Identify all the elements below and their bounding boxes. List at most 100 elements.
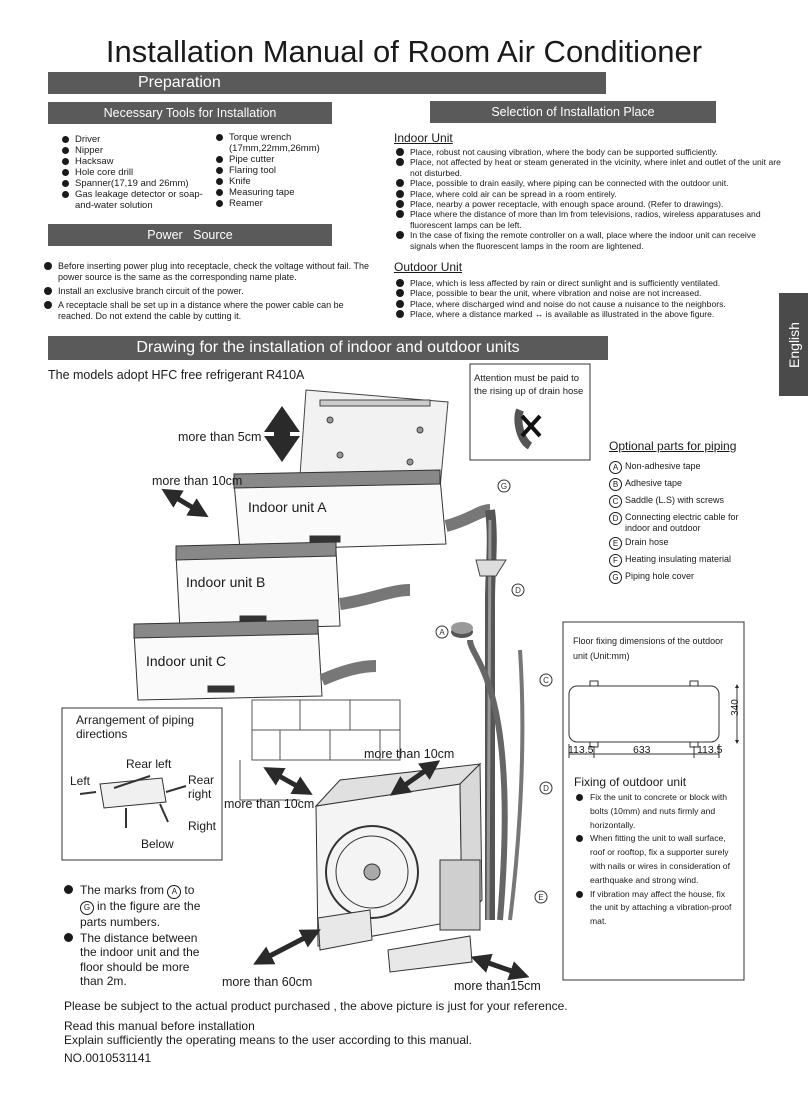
piping-arrangement-heading: Arrangement of piping directions <box>76 713 195 741</box>
indoor-place-item: Place where the distance of more than lm… <box>396 209 784 230</box>
callout-a: A <box>439 628 445 637</box>
note-text: to <box>184 883 195 897</box>
drawing-heading: Drawing for the installation of indoor a… <box>136 339 520 356</box>
indoor-unit-c-label: Indoor unit C <box>146 653 227 669</box>
note-item: The distance between the indoor unit and… <box>64 931 214 989</box>
indoor-unit-b-label: Indoor unit B <box>186 574 266 590</box>
tool-item: Reamer <box>216 198 338 209</box>
indoor-place-item: Place, possible to drain easily, where p… <box>396 178 784 188</box>
tool-item: Pipe cutter <box>216 154 338 165</box>
piping-rear-right: Rear right <box>188 773 215 801</box>
clearance-arrow-10cm-top <box>389 760 441 796</box>
callout-markers: G D A C D E <box>435 479 553 904</box>
footer-read-manual: Read this manual before installation <box>64 1019 255 1033</box>
footer-explain: Explain sufficiently the operating means… <box>64 1033 473 1047</box>
outdoor-place-item: Place, where a distance marked ↔ is avai… <box>396 309 784 319</box>
part-mark: C <box>609 495 622 508</box>
note-text: in the figure are the parts numbers. <box>80 899 201 929</box>
tools-list-col2: Torque wrench (17mm,22mm,26mm) Pipe cutt… <box>216 132 338 209</box>
floor-fixing-box <box>562 621 745 981</box>
tool-item: Driver <box>62 134 210 145</box>
part-text: Adhesive tape <box>625 478 683 488</box>
outdoor-unit-subheading: Outdoor Unit <box>394 260 463 274</box>
drawing-heading-bar: Drawing for the installation of indoor a… <box>48 336 608 360</box>
label-more-than-10cm-wall: more than 10cm <box>224 797 315 811</box>
clearance-arrow-10cm-left <box>161 488 209 518</box>
dim-left: 113.5 <box>568 744 594 756</box>
callout-c: C <box>543 676 549 685</box>
piping-left: Left <box>70 774 91 788</box>
piping-bundle <box>467 509 525 921</box>
clearance-arrow-10cm-wall <box>263 767 313 795</box>
indoor-place-item: Place, where cold air can be spread in a… <box>396 189 784 199</box>
footer-disclaimer: Please be subject to the actual product … <box>64 999 568 1013</box>
tools-list-col1: Driver Nipper Hacksaw Hole core drill Sp… <box>62 134 210 211</box>
fixing-item: If vibration may affect the house, fix t… <box>576 888 736 929</box>
outdoor-place-item: Place, possible to bear the unit, where … <box>396 288 784 298</box>
label-more-than-15cm: more than15cm <box>454 979 541 993</box>
tool-item: Hole core drill <box>62 167 210 178</box>
callout-d2: D <box>543 784 549 793</box>
indoor-unit-c <box>133 619 377 701</box>
outdoor-mounting-blocks <box>317 909 473 973</box>
indoor-unit-a <box>233 469 491 551</box>
indoor-place-item: In the case of fixing the remote control… <box>396 230 784 251</box>
label-more-than-10cm-top: more than 10cm <box>364 747 455 761</box>
non-adhesive-tape-roll <box>451 622 473 638</box>
dim-right: 113.5 <box>697 744 723 756</box>
piping-below: Below <box>141 837 174 851</box>
installation-illustration: G D A C D E <box>61 363 745 981</box>
language-tab: English <box>779 293 808 396</box>
power-list: Before inserting power plug into recepta… <box>44 261 372 325</box>
floor-fixing-heading: Floor fixing dimensions of the outdoor u… <box>573 636 724 661</box>
tool-item: Hacksaw <box>62 156 210 167</box>
tool-item: Spanner(17,19 and 26mm) <box>62 178 210 189</box>
page-title: Installation Manual of Room Air Conditio… <box>105 34 703 69</box>
document-number: NO.0010531141 <box>64 1051 152 1065</box>
piping-rear-left: Rear left <box>126 757 172 771</box>
part-mark: E <box>609 537 622 550</box>
optional-parts-heading: Optional parts for piping <box>609 439 737 453</box>
part-text: Drain hose <box>625 537 669 547</box>
part-mark: G <box>609 571 622 584</box>
tool-item: Measuring tape <box>216 187 338 198</box>
clearance-arrow-5cm <box>264 406 300 462</box>
clearance-arrow-15cm <box>470 953 530 981</box>
callout-g: G <box>501 482 507 491</box>
tools-heading-bar: Necessary Tools for Installation <box>48 102 332 124</box>
label-more-than-10cm-side: more than 10cm <box>152 474 243 488</box>
indoor-place-item: Place, not affected by heat or steam gen… <box>396 157 784 178</box>
dim-middle: 633 <box>633 744 651 756</box>
fixing-item: When fitting the unit to wall surface, r… <box>576 832 736 887</box>
callout-d: D <box>515 586 521 595</box>
dim-height: 340 <box>729 699 741 716</box>
tool-item: Gas leakage detector or soap-and-water s… <box>62 189 210 211</box>
power-heading: Power Source <box>147 228 233 242</box>
indoor-place-item: Place, robust not causing vibration, whe… <box>396 147 784 157</box>
outdoor-place-item: Place, where discharged wind and noise d… <box>396 299 784 309</box>
part-text: Heating insulating material <box>625 554 732 564</box>
preparation-section-bar: Preparation <box>48 72 606 94</box>
mark-g: G <box>80 901 94 915</box>
clearance-arrow-60cm <box>253 929 321 965</box>
wall-bricks <box>239 699 401 801</box>
tool-item: Torque wrench (17mm,22mm,26mm) <box>216 132 338 154</box>
fixing-outdoor-heading: Fixing of outdoor unit <box>574 775 687 789</box>
power-item: A receptacle shall be set up in a distan… <box>44 300 372 322</box>
power-heading-bar: Power Source <box>48 224 332 246</box>
selection-heading: Selection of Installation Place <box>491 105 655 119</box>
preparation-label: Preparation <box>138 74 221 91</box>
drain-attention-box <box>469 363 591 461</box>
tool-item: Flaring tool <box>216 165 338 176</box>
selection-heading-bar: Selection of Installation Place <box>430 101 716 123</box>
piping-right: Right <box>188 819 217 833</box>
power-item: Before inserting power plug into recepta… <box>44 261 372 283</box>
